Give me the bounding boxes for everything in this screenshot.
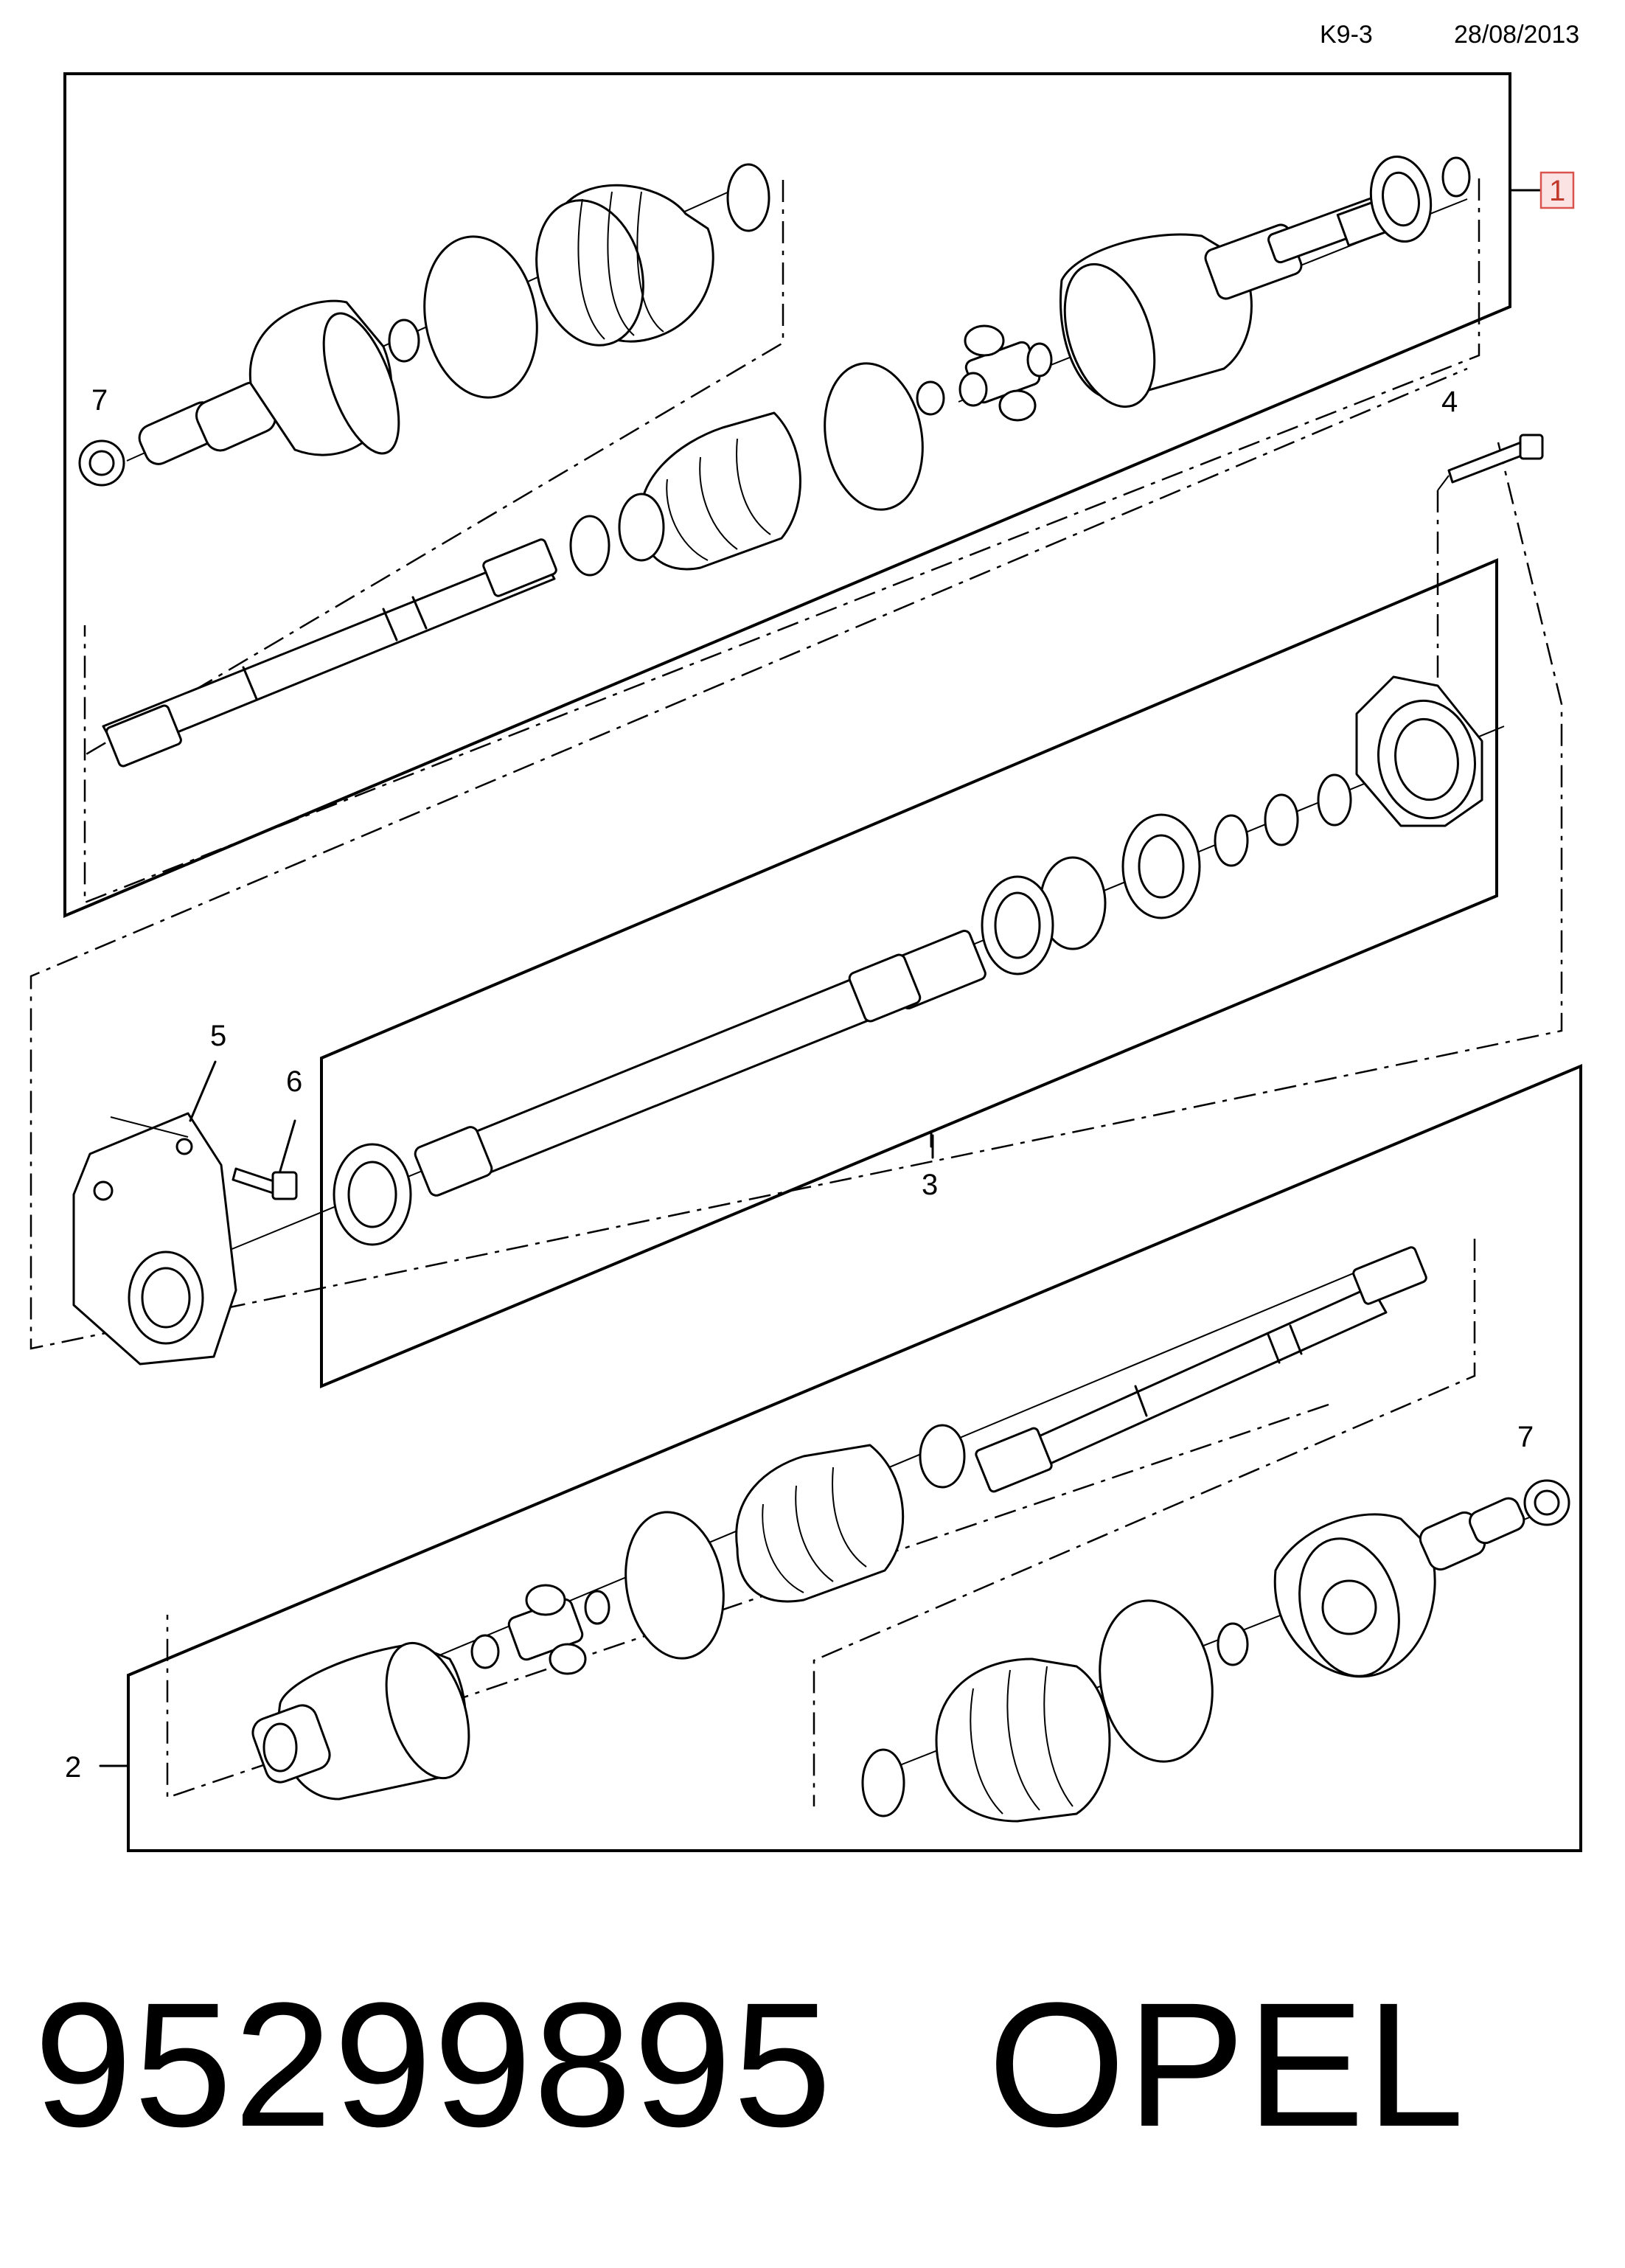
snap-ring-housing-c	[1214, 814, 1249, 867]
callout-3: 3	[922, 1169, 938, 1201]
tripod-joint-bottom	[507, 1584, 587, 1675]
circlip-top-right	[1441, 156, 1471, 198]
inner-joint-top	[569, 155, 1471, 577]
boot-clamp-inner-top	[824, 362, 924, 511]
exploded-drive-shaft-diagram: 1 7 4 5 6 3 7 2	[29, 72, 1582, 1852]
brand-name: OPEL	[987, 1966, 1466, 2163]
axle-shaft-top	[102, 538, 557, 768]
inner-cv-boot-top	[639, 411, 801, 571]
intermediate-shaft	[456, 970, 886, 1181]
diagram-code: K9-3	[1320, 21, 1373, 49]
callout-4: 4	[1441, 386, 1458, 418]
inner-cv-boot-bottom	[735, 1444, 905, 1603]
inner-joint-bottom	[251, 1424, 966, 1801]
dash-line-left-loop	[29, 367, 1563, 1350]
axle-shaft-bottom	[412, 1246, 1427, 1667]
snap-ring-housing-a	[1317, 773, 1352, 827]
circlip-top	[388, 319, 420, 363]
callout-7-bottom: 7	[1517, 1421, 1534, 1453]
boot-clamp-small-inner-bottom	[919, 1424, 966, 1489]
bolt-6	[232, 1119, 298, 1200]
snap-ring-tripod-top-a	[916, 380, 945, 416]
boot-clamp-inner-bottom	[624, 1511, 725, 1660]
callout-7-top: 7	[91, 384, 108, 417]
diagram-date: 28/08/2013	[1454, 21, 1580, 49]
outer-cv-joint-top	[78, 163, 770, 487]
callout-5: 5	[210, 1020, 226, 1052]
part-number: 95299895	[34, 1966, 833, 2163]
boot-clamp-small-inner-top	[569, 515, 610, 577]
cv-boot-bottom	[935, 1657, 1111, 1823]
frame-intermediate-shaft-3	[320, 557, 1498, 1389]
tripod-joint-top	[958, 324, 1041, 422]
callout-1-highlight	[1539, 171, 1575, 209]
callout-1: 1	[1549, 175, 1565, 207]
boot-clamp-small-bottom	[861, 1748, 905, 1817]
snap-ring-tripod-top-b	[1026, 342, 1053, 378]
frame-assembly-1	[63, 72, 1511, 919]
callout-2: 2	[65, 1751, 81, 1784]
callout-6: 6	[286, 1065, 302, 1098]
snap-ring-tripod-bottom-b	[584, 1590, 610, 1625]
frame-assembly-2	[127, 1063, 1582, 1852]
dash-line-lower-inner	[812, 1239, 1476, 1806]
snap-ring-tripod-bottom-a	[470, 1634, 500, 1669]
dash-line-upper-inner	[83, 178, 1480, 904]
bolt-4	[1437, 434, 1544, 491]
boot-clamp-small-top	[726, 163, 770, 232]
circlip-bottom	[1217, 1622, 1249, 1666]
intermediate-shaft-assembly	[220, 675, 1505, 1254]
boot-clamp-large-top	[423, 235, 538, 399]
snap-ring-housing-b	[1264, 793, 1299, 846]
boot-clamp-large-bottom	[1099, 1599, 1214, 1763]
support-bracket-5	[72, 1060, 237, 1366]
dash-line-upper-outer	[84, 180, 784, 756]
outer-cv-joint-bottom	[861, 1479, 1570, 1823]
